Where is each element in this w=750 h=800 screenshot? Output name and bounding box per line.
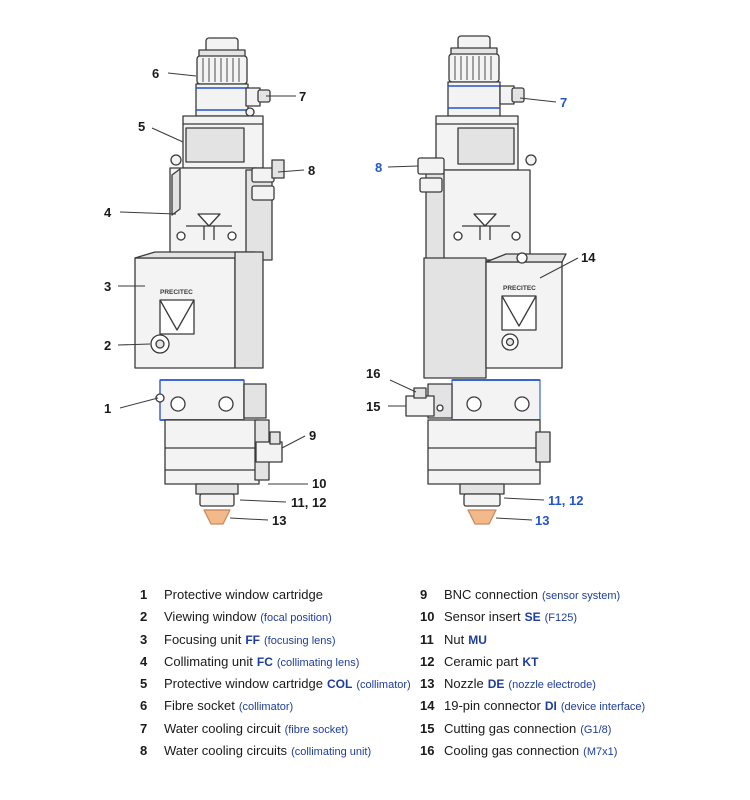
callout-left-4: 4 <box>104 205 112 220</box>
protective-window-cartridge-left <box>155 379 267 421</box>
callout-left-8: 8 <box>308 163 315 178</box>
callout-left-5: 5 <box>138 119 145 134</box>
callout-right-7: 7 <box>560 95 567 110</box>
lower-housing-right <box>427 419 551 485</box>
water-fitting-left <box>245 87 271 117</box>
callout-left-6: 6 <box>152 66 159 81</box>
callout-right-15: 15 <box>366 399 380 414</box>
callout-left-3: 3 <box>104 279 111 294</box>
callout-right-13: 13 <box>535 513 549 528</box>
callout-left-1: 1 <box>104 401 111 416</box>
right-cutting-head <box>387 35 579 525</box>
collimating-unit-right <box>417 157 531 261</box>
nozzle-assembly-right <box>459 483 505 525</box>
protective-window-band-right <box>405 379 541 421</box>
focusing-unit-left <box>134 251 264 369</box>
nozzle-assembly-left <box>195 483 239 525</box>
leader-lines-right <box>387 97 579 521</box>
callout-left-11-12: 11, 12 <box>291 495 326 510</box>
callout-right-11-12: 11, 12 <box>548 493 583 508</box>
brand-logo-left: PRECITEC <box>160 289 193 296</box>
collimating-unit-left <box>169 159 285 261</box>
focusing-unit-right <box>423 252 567 379</box>
protective-window-cartridge-col-left <box>170 115 264 169</box>
fibre-socket-left <box>195 37 249 117</box>
left-cutting-head <box>117 37 308 525</box>
callout-left-7: 7 <box>299 89 306 104</box>
upper-block-right <box>435 115 537 171</box>
fibre-socket-right <box>447 35 525 117</box>
callout-right-8: 8 <box>375 160 382 175</box>
leader-lines-left <box>117 72 308 521</box>
callout-left-13: 13 <box>272 513 286 528</box>
callout-right-16: 16 <box>366 366 380 381</box>
lower-housing-left <box>164 419 283 485</box>
callout-left-9: 9 <box>309 428 316 443</box>
callout-right-14: 14 <box>581 250 596 265</box>
laser-cutting-head-diagram: PRECITEC PRECITEC 6 7 5 8 4 3 2 1 9 10 1… <box>104 35 596 528</box>
callout-left-10: 10 <box>312 476 326 491</box>
callout-left-2: 2 <box>104 338 111 353</box>
brand-logo-right: PRECITEC <box>503 285 536 292</box>
